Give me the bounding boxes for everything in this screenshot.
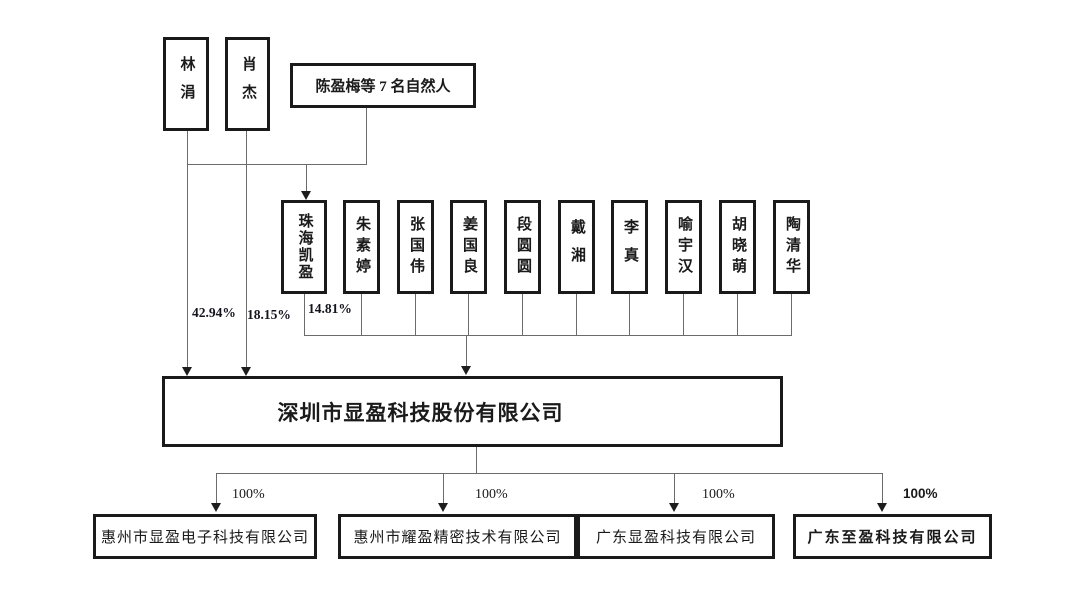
- pct-label-lin-juan: 42.94%: [192, 305, 236, 320]
- subsidiary-box-guangdong-xianying: 广东显盈科技有限公司: [577, 514, 775, 559]
- arrow-down-icon-sub-2: [438, 503, 448, 512]
- holder-box-duan-yuanyuan: 段圆圆: [504, 200, 541, 294]
- arrow-down-icon-sub-3: [669, 503, 679, 512]
- connector-xiao-to-parent: [246, 131, 247, 368]
- connector-to-zhuhai-kaiying: [306, 164, 307, 192]
- pct-label-zhuhai-kaiying: 14.81%: [308, 301, 352, 316]
- holder-name-zhang-guowei: 张国伟: [408, 215, 424, 279]
- holder-box-li-zhen: 李真: [611, 200, 648, 294]
- subsidiary-name-huizhou-yaoying: 惠州市耀盈精密技术有限公司: [353, 530, 562, 546]
- pct-label-sub-1: 100%: [232, 487, 265, 502]
- subsidiary-box-huizhou-yaoying: 惠州市耀盈精密技术有限公司: [338, 514, 577, 559]
- holder-box-tao-qinghua: 陶清华: [773, 200, 810, 294]
- connector-row-drop-5: [522, 294, 523, 335]
- connector-row-drop-8: [683, 294, 684, 335]
- shareholder-name-xiao-jie: 肖杰: [240, 56, 256, 112]
- holder-name-duan-yuanyuan: 段圆圆: [515, 215, 531, 279]
- connector-sub-drop-1: [216, 473, 217, 503]
- connector-sub-drop-3: [674, 473, 675, 503]
- pct-label-sub-4: 100%: [903, 486, 938, 501]
- connector-row-bus: [304, 335, 792, 336]
- holder-box-yu-yuhan: 喻宇汉: [665, 200, 702, 294]
- arrow-down-icon-xiao: [241, 367, 251, 376]
- subsidiary-box-huizhou-xianying: 惠州市显盈电子科技有限公司: [93, 514, 317, 559]
- holder-box-hu-xiaomeng: 胡晓萌: [719, 200, 756, 294]
- holder-box-zhu-suting: 朱素婷: [343, 200, 380, 294]
- connector-row-drop-9: [737, 294, 738, 335]
- subsidiary-box-guangdong-zhiying: 广东至盈科技有限公司: [793, 514, 992, 559]
- arrow-down-icon-sub-4: [877, 503, 887, 512]
- holder-box-zhuhai-kaiying: 珠海凯盈: [281, 200, 327, 294]
- shareholder-name-chen-group: 陈盈梅等 7 名自然人: [315, 79, 451, 95]
- connector-row-drop-1: [304, 294, 305, 335]
- holder-box-jiang-guoliang: 姜国良: [450, 200, 487, 294]
- pct-label-sub-3: 100%: [702, 487, 735, 502]
- connector-sub-drop-2: [443, 473, 444, 503]
- connector-row-drop-2: [361, 294, 362, 335]
- connector-sub-drop-4: [882, 473, 883, 503]
- arrow-down-icon-lin: [182, 367, 192, 376]
- subsidiary-name-guangdong-zhiying: 广东至盈科技有限公司: [807, 530, 978, 546]
- shareholder-box-xiao-jie: 肖杰: [225, 37, 270, 131]
- pct-label-sub-2: 100%: [475, 487, 508, 502]
- subsidiary-name-huizhou-xianying: 惠州市显盈电子科技有限公司: [100, 530, 309, 546]
- holder-name-jiang-guoliang: 姜国良: [461, 215, 477, 279]
- connector-row-drop-10: [791, 294, 792, 335]
- connector-row-drop-3: [415, 294, 416, 335]
- shareholder-box-lin-juan: 林涓: [163, 37, 209, 131]
- connector-chen-group-down: [366, 108, 367, 164]
- shareholder-name-lin-juan: 林涓: [178, 56, 195, 112]
- holder-name-dai-xiang: 戴湘: [569, 219, 585, 275]
- connector-row-drop-7: [629, 294, 630, 335]
- connector-row-drop-4: [468, 294, 469, 335]
- subsidiary-name-guangdong-xianying: 广东显盈科技有限公司: [595, 530, 756, 546]
- holder-name-zhu-suting: 朱素婷: [354, 215, 370, 279]
- connector-top-horizontal: [187, 164, 367, 165]
- pct-label-xiao-jie: 18.15%: [247, 307, 291, 322]
- holder-box-zhang-guowei: 张国伟: [397, 200, 434, 294]
- connector-row-drop-6: [576, 294, 577, 335]
- holder-name-li-zhen: 李真: [622, 219, 638, 275]
- holder-name-yu-yuhan: 喻宇汉: [676, 215, 692, 279]
- holder-name-tao-qinghua: 陶清华: [784, 215, 800, 279]
- connector-bus-to-parent: [466, 335, 467, 366]
- connector-lin-to-parent: [187, 131, 188, 368]
- parent-company-box: 深圳市显盈科技股份有限公司: [162, 376, 783, 447]
- holder-name-hu-xiaomeng: 胡晓萌: [730, 215, 746, 279]
- holder-name-zhuhai-kaiying: 珠海凯盈: [296, 213, 313, 281]
- connector-sub-bus: [216, 473, 882, 474]
- arrow-down-icon-parent: [461, 366, 471, 375]
- shareholder-box-chen-group: 陈盈梅等 7 名自然人: [290, 63, 476, 108]
- arrow-down-icon-zhuhai-kaiying: [301, 191, 311, 200]
- parent-company-name: 深圳市显盈科技股份有限公司: [277, 400, 564, 425]
- arrow-down-icon-sub-1: [211, 503, 221, 512]
- connector-parent-down: [476, 447, 477, 473]
- holder-box-dai-xiang: 戴湘: [558, 200, 595, 294]
